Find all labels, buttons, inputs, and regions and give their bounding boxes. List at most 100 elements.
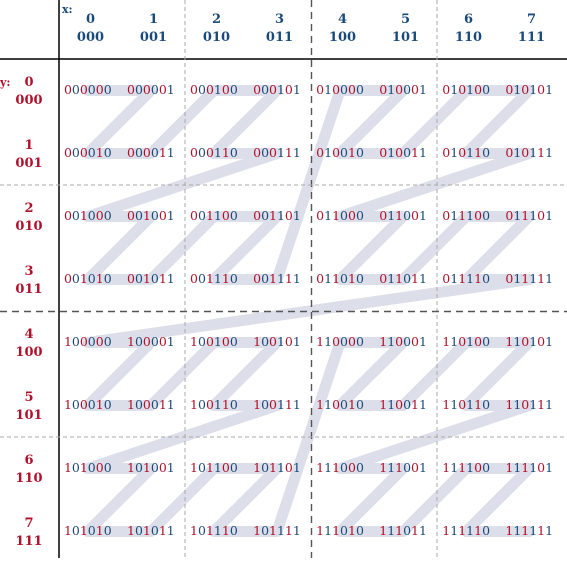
cell-1-2: 000110 bbox=[190, 145, 238, 160]
cell-0-2: 000100 bbox=[190, 82, 238, 97]
column-index-2: 2 bbox=[212, 12, 221, 27]
cell-2-0: 001000 bbox=[64, 208, 112, 223]
cell-3-6: 011110 bbox=[442, 271, 490, 286]
cell-1-3: 000111 bbox=[253, 145, 301, 160]
row-binary-2: 010 bbox=[15, 219, 42, 234]
column-binary-2: 010 bbox=[203, 30, 230, 45]
cell-4-5: 110001 bbox=[379, 334, 427, 349]
cell-7-6: 111110 bbox=[442, 523, 490, 538]
cell-5-3: 100111 bbox=[253, 397, 301, 412]
cell-3-0: 001010 bbox=[64, 271, 112, 286]
cell-2-4: 011000 bbox=[316, 208, 364, 223]
cell-1-6: 010110 bbox=[442, 145, 490, 160]
column-index-0: 0 bbox=[86, 12, 95, 27]
column-binary-0: 000 bbox=[77, 30, 104, 45]
row-binary-4: 100 bbox=[15, 345, 42, 360]
cell-1-4: 010010 bbox=[316, 145, 364, 160]
row-index-2: 2 bbox=[24, 201, 33, 216]
cell-1-1: 000011 bbox=[127, 145, 175, 160]
row-index-1: 1 bbox=[24, 138, 33, 153]
cell-7-5: 111011 bbox=[379, 523, 427, 538]
z-order-curve-path bbox=[82, 85, 535, 537]
y-axis-label: y: bbox=[0, 76, 10, 89]
column-index-7: 7 bbox=[527, 12, 536, 27]
cell-0-7: 010101 bbox=[505, 82, 553, 97]
cell-5-0: 100010 bbox=[64, 397, 112, 412]
cell-1-5: 010011 bbox=[379, 145, 427, 160]
cell-6-3: 101101 bbox=[253, 460, 301, 475]
cell-3-7: 011111 bbox=[505, 271, 553, 286]
column-index-4: 4 bbox=[338, 12, 347, 27]
headers: x:y:000010012010301141005101611071110000… bbox=[0, 3, 545, 549]
cell-2-2: 001100 bbox=[190, 208, 238, 223]
cell-5-5: 110011 bbox=[379, 397, 427, 412]
cell-5-6: 110110 bbox=[442, 397, 490, 412]
cell-6-1: 101001 bbox=[127, 460, 175, 475]
cell-2-5: 011001 bbox=[379, 208, 427, 223]
row-binary-7: 111 bbox=[15, 534, 42, 549]
cell-7-1: 101011 bbox=[127, 523, 175, 538]
cell-5-4: 110010 bbox=[316, 397, 364, 412]
cell-2-7: 011101 bbox=[505, 208, 553, 223]
cell-5-1: 100011 bbox=[127, 397, 175, 412]
cell-4-3: 100101 bbox=[253, 334, 301, 349]
cell-2-3: 001101 bbox=[253, 208, 301, 223]
column-index-1: 1 bbox=[149, 12, 158, 27]
cell-3-3: 001111 bbox=[253, 271, 301, 286]
cell-4-7: 110101 bbox=[505, 334, 553, 349]
cell-2-1: 001001 bbox=[127, 208, 175, 223]
cell-7-3: 101111 bbox=[253, 523, 301, 538]
cell-4-2: 100100 bbox=[190, 334, 238, 349]
column-index-6: 6 bbox=[464, 12, 473, 27]
row-index-3: 3 bbox=[24, 264, 33, 279]
column-index-5: 5 bbox=[401, 12, 410, 27]
cell-3-2: 001110 bbox=[190, 271, 238, 286]
cell-7-2: 101110 bbox=[190, 523, 238, 538]
cell-5-7: 110111 bbox=[505, 397, 553, 412]
cell-0-1: 000001 bbox=[127, 82, 175, 97]
column-binary-6: 110 bbox=[455, 30, 482, 45]
cell-6-7: 111101 bbox=[505, 460, 553, 475]
cell-5-2: 100110 bbox=[190, 397, 238, 412]
cell-1-7: 010111 bbox=[505, 145, 553, 160]
cell-4-4: 110000 bbox=[316, 334, 364, 349]
row-index-0: 0 bbox=[24, 75, 33, 90]
cell-0-6: 010100 bbox=[442, 82, 490, 97]
row-index-7: 7 bbox=[24, 516, 33, 531]
cell-6-2: 101100 bbox=[190, 460, 238, 475]
column-binary-4: 100 bbox=[329, 30, 356, 45]
column-binary-7: 111 bbox=[518, 30, 545, 45]
cell-6-0: 101000 bbox=[64, 460, 112, 475]
column-binary-5: 101 bbox=[392, 30, 419, 45]
column-binary-3: 011 bbox=[266, 30, 293, 45]
cell-1-0: 000010 bbox=[64, 145, 112, 160]
column-index-3: 3 bbox=[275, 12, 284, 27]
cell-3-1: 001011 bbox=[127, 271, 175, 286]
cell-7-7: 111111 bbox=[505, 523, 553, 538]
cell-3-4: 011010 bbox=[316, 271, 364, 286]
row-index-4: 4 bbox=[24, 327, 33, 342]
row-binary-1: 001 bbox=[15, 156, 42, 171]
cell-7-0: 101010 bbox=[64, 523, 112, 538]
cell-6-6: 111100 bbox=[442, 460, 490, 475]
cell-0-0: 000000 bbox=[64, 82, 112, 97]
cell-7-4: 111010 bbox=[316, 523, 364, 538]
row-binary-0: 000 bbox=[15, 93, 42, 108]
row-binary-6: 110 bbox=[15, 471, 42, 486]
x-axis-label: x: bbox=[62, 3, 73, 16]
row-index-5: 5 bbox=[24, 390, 33, 405]
z-order-curve bbox=[82, 85, 535, 537]
cell-4-0: 100000 bbox=[64, 334, 112, 349]
cell-0-3: 000101 bbox=[253, 82, 301, 97]
row-index-6: 6 bbox=[24, 453, 33, 468]
cell-6-4: 111000 bbox=[316, 460, 364, 475]
cell-2-6: 011100 bbox=[442, 208, 490, 223]
cell-4-1: 100001 bbox=[127, 334, 175, 349]
cell-3-5: 011011 bbox=[379, 271, 427, 286]
row-binary-3: 011 bbox=[15, 282, 42, 297]
cell-0-4: 010000 bbox=[316, 82, 364, 97]
